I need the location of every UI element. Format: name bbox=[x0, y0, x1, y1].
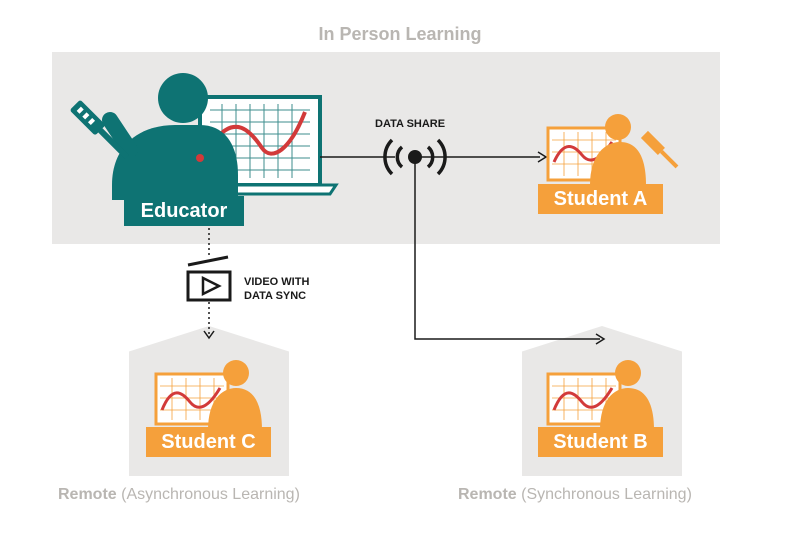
remote-async-caption-bold: Remote bbox=[58, 486, 117, 503]
student-b-label: Student B bbox=[538, 427, 663, 457]
remote-async-caption-rest: (Asynchronous Learning) bbox=[117, 486, 300, 503]
remote-sync-caption: Remote (Synchronous Learning) bbox=[458, 486, 692, 504]
remote-sync-caption-bold: Remote bbox=[458, 486, 517, 503]
remote-sync-caption-rest: (Synchronous Learning) bbox=[517, 486, 692, 503]
remote-async-caption: Remote (Asynchronous Learning) bbox=[58, 486, 300, 504]
